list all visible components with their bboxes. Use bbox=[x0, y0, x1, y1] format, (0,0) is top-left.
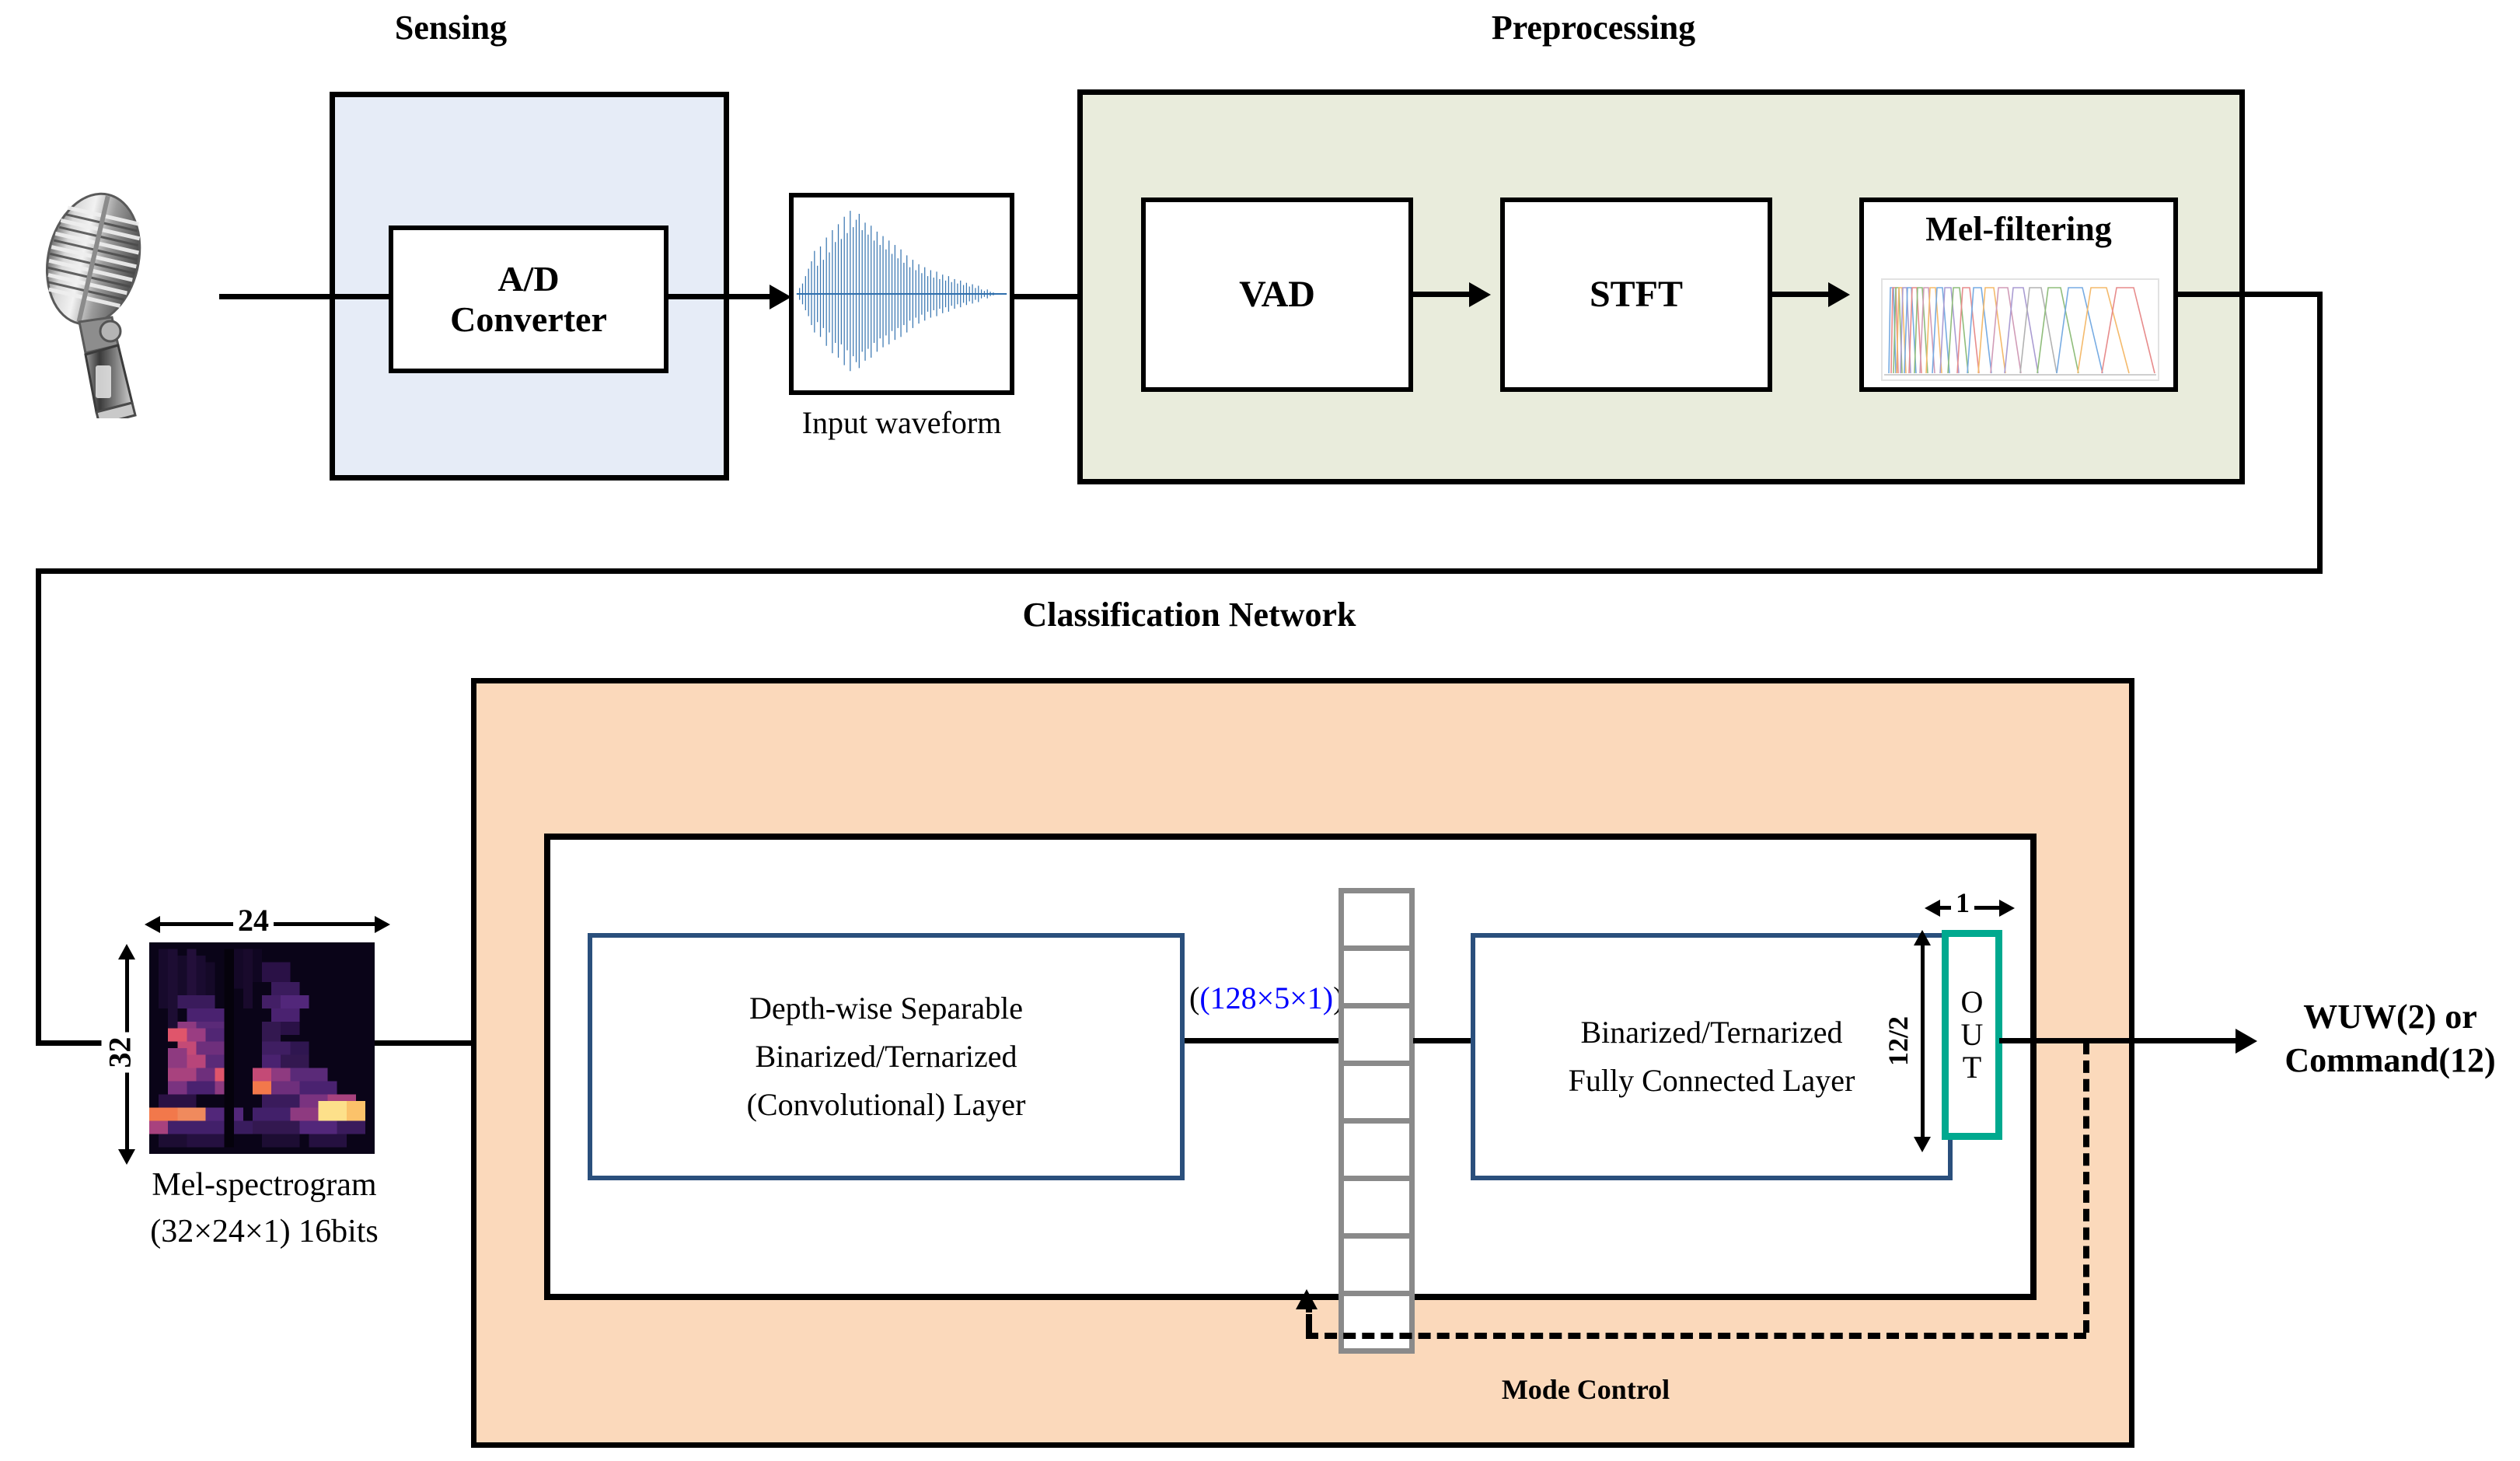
mel-width-label: 24 bbox=[233, 902, 274, 938]
mode-control-upward-path bbox=[1306, 1300, 1312, 1333]
section-title-preprocessing: Preprocessing bbox=[1491, 9, 1696, 47]
conv-layer-line1: Depth-wise Separable bbox=[749, 991, 1024, 1026]
vad-label: VAD bbox=[1239, 274, 1315, 316]
feature-map-cell bbox=[1339, 1003, 1415, 1066]
feature-map-cell bbox=[1339, 1061, 1415, 1124]
microphone-icon bbox=[19, 170, 166, 426]
feature-map-stack bbox=[1339, 888, 1415, 1389]
mel-width-arrow-left-head bbox=[145, 916, 160, 933]
waveform-to-prep-line bbox=[1014, 294, 1128, 299]
prep-out-to-left-line bbox=[36, 568, 2323, 574]
out-to-output-line bbox=[1999, 1038, 2246, 1043]
feature-map-cell bbox=[1339, 945, 1415, 1008]
mel-height-arrow-bottom-head bbox=[118, 1149, 135, 1165]
stft-to-mel-line bbox=[1772, 292, 1839, 297]
section-title-sensing: Sensing bbox=[394, 9, 508, 47]
prep-out-hline bbox=[2178, 292, 2323, 297]
vad-block: VAD bbox=[1141, 197, 1413, 392]
fc-layer-line2: Fully Connected Layer bbox=[1568, 1063, 1855, 1098]
out-block: O U T bbox=[1942, 930, 2002, 1140]
mel-width-arrow-right-head bbox=[375, 916, 390, 933]
output-label: WUW(2) or Command(12) bbox=[2262, 995, 2518, 1083]
conv-layer-line3: (Convolutional) Layer bbox=[746, 1087, 1026, 1122]
conv-layer-line2: Binarized/Ternarized bbox=[755, 1039, 1017, 1074]
conv-to-featuremap-line bbox=[1185, 1038, 1342, 1043]
out-letter-u: U bbox=[1960, 1017, 1984, 1052]
mel-spectrogram-image bbox=[149, 942, 375, 1154]
mic-to-adc-line bbox=[219, 294, 392, 299]
mel-filtering-block: Mel-filtering bbox=[1859, 197, 2178, 392]
feature-map-shape-value: (128×5×1) bbox=[1199, 980, 1334, 1015]
mel-spectrogram-caption: Mel-spectrogram bbox=[152, 1167, 377, 1203]
out-height-label: 12/2 bbox=[1882, 1011, 1915, 1071]
feature-map-cell bbox=[1339, 1176, 1415, 1239]
section-title-classification: Classification Network bbox=[1022, 596, 1356, 634]
stft-block: STFT bbox=[1500, 197, 1772, 392]
mel-filterbank-plot bbox=[1881, 278, 2159, 381]
prep-out-vline bbox=[2317, 292, 2323, 574]
out-height-arrow-shaft bbox=[1921, 942, 1925, 1138]
out-width-arrow-right-head bbox=[1999, 900, 2015, 917]
mode-control-label: Mode Control bbox=[1501, 1374, 1670, 1405]
out-height-arrow-bottom-head bbox=[1914, 1137, 1931, 1152]
vad-to-stft-line bbox=[1413, 292, 1480, 297]
adc-to-waveform-arrowhead bbox=[770, 285, 791, 309]
mel-height-arrow-top-head bbox=[118, 944, 135, 959]
left-into-mel-line bbox=[36, 1040, 137, 1046]
mode-control-vline-right bbox=[2083, 1042, 2089, 1333]
output-label-line1: WUW(2) or bbox=[2303, 998, 2477, 1036]
out-height-arrow-top-head bbox=[1914, 930, 1931, 945]
input-waveform-pane bbox=[789, 193, 1014, 395]
output-label-line2: Command(12) bbox=[2284, 1041, 2496, 1080]
mel-filtering-label: Mel-filtering bbox=[1925, 210, 2112, 248]
stft-to-mel-arrowhead bbox=[1828, 282, 1850, 307]
featuremap-to-fc-line bbox=[1413, 1038, 1475, 1043]
out-width-label: 1 bbox=[1951, 886, 1974, 919]
out-letter-t: T bbox=[1962, 1050, 1982, 1085]
vad-to-stft-arrowhead bbox=[1469, 282, 1491, 307]
adc-label-line1: A/D bbox=[497, 259, 560, 299]
input-waveform-caption: Input waveform bbox=[801, 405, 1002, 440]
out-to-output-arrowhead bbox=[2236, 1029, 2257, 1054]
mel-to-classification-line bbox=[375, 1040, 530, 1046]
feature-map-cell bbox=[1339, 1118, 1415, 1181]
adc-block: A/D Converter bbox=[389, 225, 668, 373]
mel-spectrogram-shape: (32×24×1) 16bits bbox=[150, 1214, 379, 1250]
out-width-arrow-left-head bbox=[1925, 900, 1940, 917]
adc-to-waveform-line bbox=[665, 294, 780, 299]
adc-label-line2: Converter bbox=[450, 299, 607, 339]
mode-control-hline bbox=[1306, 1333, 2086, 1339]
feature-map-cell bbox=[1339, 1291, 1415, 1354]
conv-layer-block: Depth-wise Separable Binarized/Ternarize… bbox=[588, 933, 1185, 1180]
mel-height-label: 32 bbox=[101, 1032, 138, 1073]
fc-layer-line1: Binarized/Ternarized bbox=[1580, 1015, 1843, 1050]
feature-map-cell bbox=[1339, 888, 1415, 951]
feature-map-cell bbox=[1339, 1233, 1415, 1296]
feature-map-shape-label: ((128×5×1)) bbox=[1189, 980, 1343, 1015]
mode-control-arrowhead bbox=[1296, 1289, 1318, 1309]
stft-label: STFT bbox=[1589, 274, 1684, 316]
left-down-vline bbox=[36, 568, 41, 1046]
out-letter-o: O bbox=[1960, 984, 1984, 1019]
fc-layer-block: Binarized/Ternarized Fully Connected Lay… bbox=[1471, 933, 1953, 1180]
